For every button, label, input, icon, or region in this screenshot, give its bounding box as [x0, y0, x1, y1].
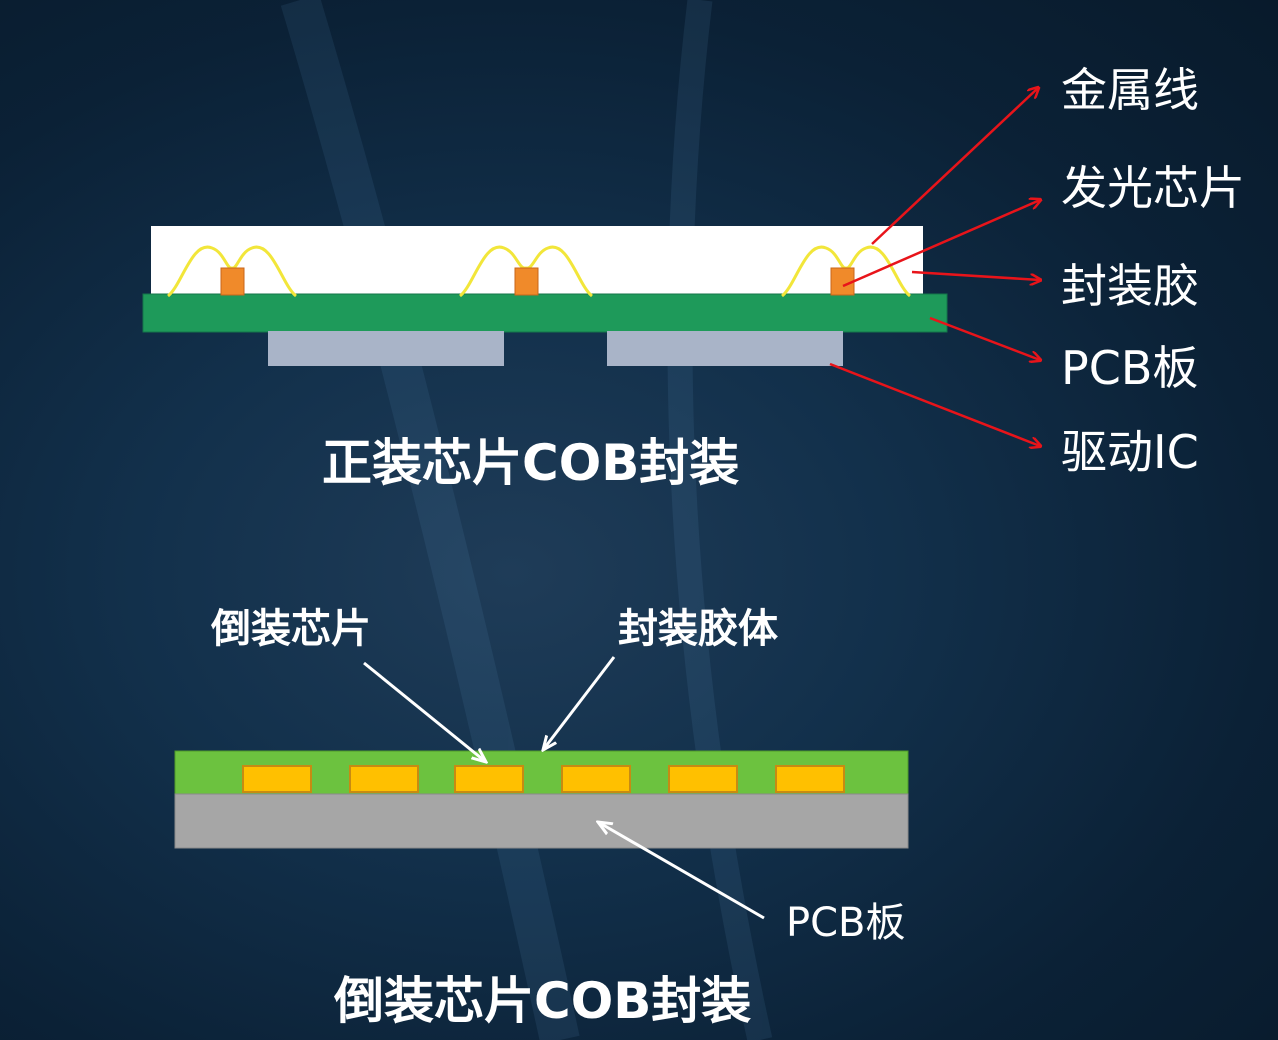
arrow-encapsulant-body	[543, 656, 616, 750]
caption-front-mount-cob: 正装芯片COB封装	[322, 434, 739, 492]
flip-chip	[454, 765, 524, 793]
led-chip	[514, 267, 539, 296]
label-flip-chip: 倒装芯片	[210, 606, 371, 652]
chip-unit	[166, 245, 298, 298]
flip-chip	[561, 765, 631, 793]
label-metal-wire: 金属线	[1061, 63, 1199, 117]
flip-chip	[242, 765, 312, 793]
led-chip	[220, 267, 245, 296]
arrow-flip-pcb	[598, 822, 765, 920]
arrow-metal-wire	[871, 88, 1038, 245]
flip-pcb-board	[174, 793, 909, 849]
chip-unit	[458, 245, 594, 298]
bottom-cob-diagram: 倒装芯片 封装胶体 PCB板 倒装芯片COB封装	[174, 606, 909, 1030]
top-cob-diagram: 金属线 发光芯片 封装胶 PCB板 驱动IC 正装芯片COB封装	[142, 63, 1245, 492]
label-encapsulant: 封装胶	[1061, 259, 1199, 313]
flip-chip	[349, 765, 419, 793]
caption-flip-chip-cob: 倒装芯片COB封装	[333, 972, 751, 1030]
top-pcb-board	[142, 293, 948, 333]
label-driver-ic: 驱动IC	[1061, 425, 1199, 479]
driver-ic-block	[268, 331, 504, 366]
background-decoration	[280, 0, 773, 1040]
driver-ic-block	[607, 331, 843, 366]
label-pcb: PCB板	[1061, 341, 1198, 395]
flip-chip	[775, 765, 845, 793]
arrow-pcb	[929, 316, 1040, 360]
arrow-flip-chip	[363, 661, 486, 762]
arrow-driver-ic	[829, 362, 1040, 446]
arrow-led-chip	[842, 200, 1040, 288]
label-led-chip: 发光芯片	[1061, 161, 1245, 215]
arrow-encapsulant	[911, 270, 1040, 280]
label-flip-pcb: PCB板	[786, 900, 906, 946]
flip-chip	[668, 765, 738, 793]
label-encapsulant-body: 封装胶体	[618, 606, 778, 652]
